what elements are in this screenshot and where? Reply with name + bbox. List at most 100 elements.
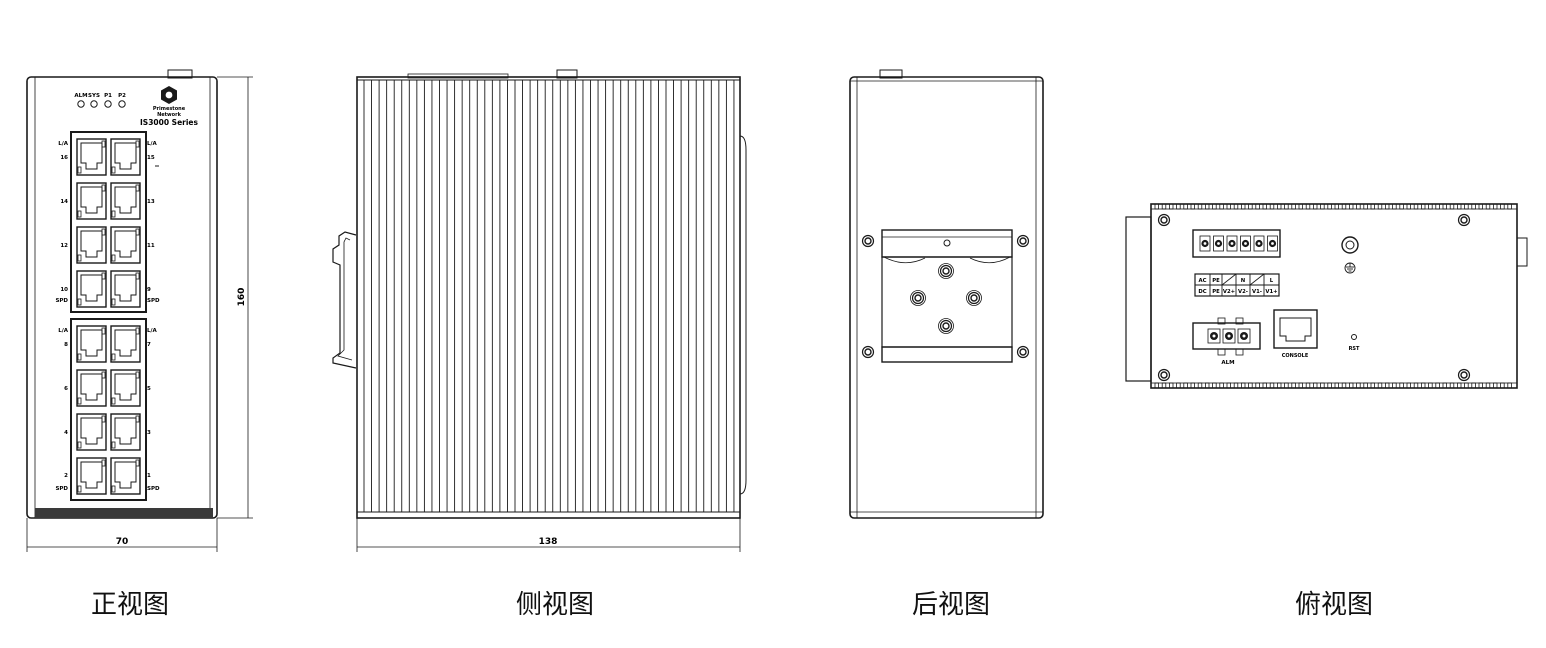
top-ridge	[1507, 203, 1512, 210]
terminal-cell: PE	[1212, 278, 1220, 284]
height-dim-label: 160	[237, 288, 247, 307]
bottom-ridge	[1485, 382, 1491, 389]
bottom-ridge	[1305, 382, 1311, 389]
bottom-ridge	[1320, 382, 1325, 389]
bottom-ridge	[1341, 382, 1347, 389]
alm-label: ALM	[1221, 360, 1234, 366]
side-top-plate	[407, 73, 509, 79]
console-label: CONSOLE	[1282, 353, 1309, 359]
port-label-right: 15	[147, 155, 155, 161]
top-ridge	[1500, 203, 1505, 210]
port-label-right: SPD	[147, 298, 160, 304]
bottom-ridge	[1399, 382, 1404, 389]
led-label: P1	[104, 93, 112, 99]
bottom-ridge	[1291, 382, 1296, 389]
port-label-right: 13	[147, 199, 155, 205]
rj45-port	[110, 270, 141, 308]
led-label: ALM	[74, 93, 87, 99]
bracket-screw	[967, 291, 981, 305]
bottom-ridge	[1205, 382, 1210, 389]
rj45-port	[76, 226, 107, 264]
din-bracket-left-curve	[883, 256, 926, 264]
top-ridge	[1457, 203, 1462, 210]
caption-front-view: 正视图	[90, 590, 170, 620]
rj45-port	[76, 182, 107, 220]
bottom-ridge	[1298, 382, 1303, 389]
port-label-left: 10	[60, 287, 68, 293]
rj45-port	[110, 138, 141, 176]
top-ridge	[1154, 203, 1159, 210]
top-ridge	[1197, 203, 1203, 210]
port-label-right: 3	[147, 430, 151, 436]
rj45-port	[110, 182, 141, 220]
rj45-port	[110, 369, 141, 407]
terminal-cell: DC	[1198, 289, 1206, 295]
alm-connector-bottom-tab-2	[1235, 348, 1244, 356]
brand-line-2: Network	[157, 112, 181, 118]
bottom-ridge	[1385, 382, 1390, 389]
port-label-right: 7	[147, 342, 151, 348]
series-label: IS3000 Series	[140, 118, 199, 127]
bottom-ridge	[1349, 382, 1354, 389]
top-ridge	[1320, 203, 1325, 210]
upper-port-block	[70, 131, 147, 313]
bottom-ridge	[1478, 382, 1483, 389]
rj45-port	[110, 226, 141, 264]
port-label-right: 5	[147, 386, 151, 392]
top-ridge	[1219, 203, 1224, 210]
bottom-ridge	[1421, 382, 1426, 389]
top-ridge	[1377, 203, 1383, 210]
bottom-ridge	[1442, 382, 1447, 389]
top-ridge	[1442, 203, 1447, 210]
top-ridge	[1262, 203, 1267, 210]
top-ridge	[1449, 203, 1455, 210]
alm-terminal-screw	[1207, 328, 1221, 344]
port-label-left: L/A	[58, 328, 69, 334]
bottom-ridge	[1413, 382, 1419, 389]
rear-screws	[861, 234, 1030, 359]
bracket-screw	[939, 319, 953, 333]
top-ridge	[1478, 203, 1483, 210]
top-ridge	[1190, 203, 1195, 210]
bracket-screw	[911, 291, 925, 305]
rear-housing	[849, 76, 1044, 519]
port-label-left: 14	[60, 199, 68, 205]
top-ridge	[1385, 203, 1390, 210]
din-rail-bottom-bar	[881, 346, 1013, 363]
depth-dim-label: 138	[539, 537, 558, 547]
port-label-right: SPD	[147, 486, 160, 492]
bottom-ridge	[1161, 382, 1167, 389]
din-rail-hole	[943, 239, 951, 247]
rj45-port	[110, 413, 141, 451]
alm-terminal-screw	[1237, 328, 1251, 344]
rear-view	[849, 69, 1044, 519]
bottom-ridge	[1190, 382, 1195, 389]
port-label-right: L/A	[147, 141, 158, 147]
alm-terminal-screws	[1207, 328, 1251, 344]
din-rail-clip-inner	[337, 237, 353, 361]
top-ridge	[1406, 203, 1411, 210]
top-ridges	[1154, 203, 1512, 389]
port-label-left: 12	[60, 243, 68, 249]
caption-side-view: 侧视图	[515, 590, 595, 620]
alm-connector-bottom-tab-1	[1217, 348, 1226, 356]
din-bracket-right-curve	[969, 256, 1011, 264]
top-ridge	[1183, 203, 1188, 210]
bottom-ridge	[1212, 382, 1217, 389]
bottom-ridge	[1428, 382, 1433, 389]
top-ridge	[1176, 203, 1181, 210]
top-ridge	[1485, 203, 1491, 210]
bottom-ridge	[1464, 382, 1469, 389]
port-label-left: SPD	[55, 486, 68, 492]
bottom-ridge	[1500, 382, 1505, 389]
bottom-ridge	[1406, 382, 1411, 389]
top-ridge	[1493, 203, 1498, 210]
reset-button	[1351, 334, 1357, 340]
alm-connector-top-tab-2	[1235, 317, 1244, 325]
blank-cell-slash	[1249, 273, 1265, 286]
terminal-cell: N	[1241, 278, 1245, 284]
bottom-ridge	[1219, 382, 1224, 389]
